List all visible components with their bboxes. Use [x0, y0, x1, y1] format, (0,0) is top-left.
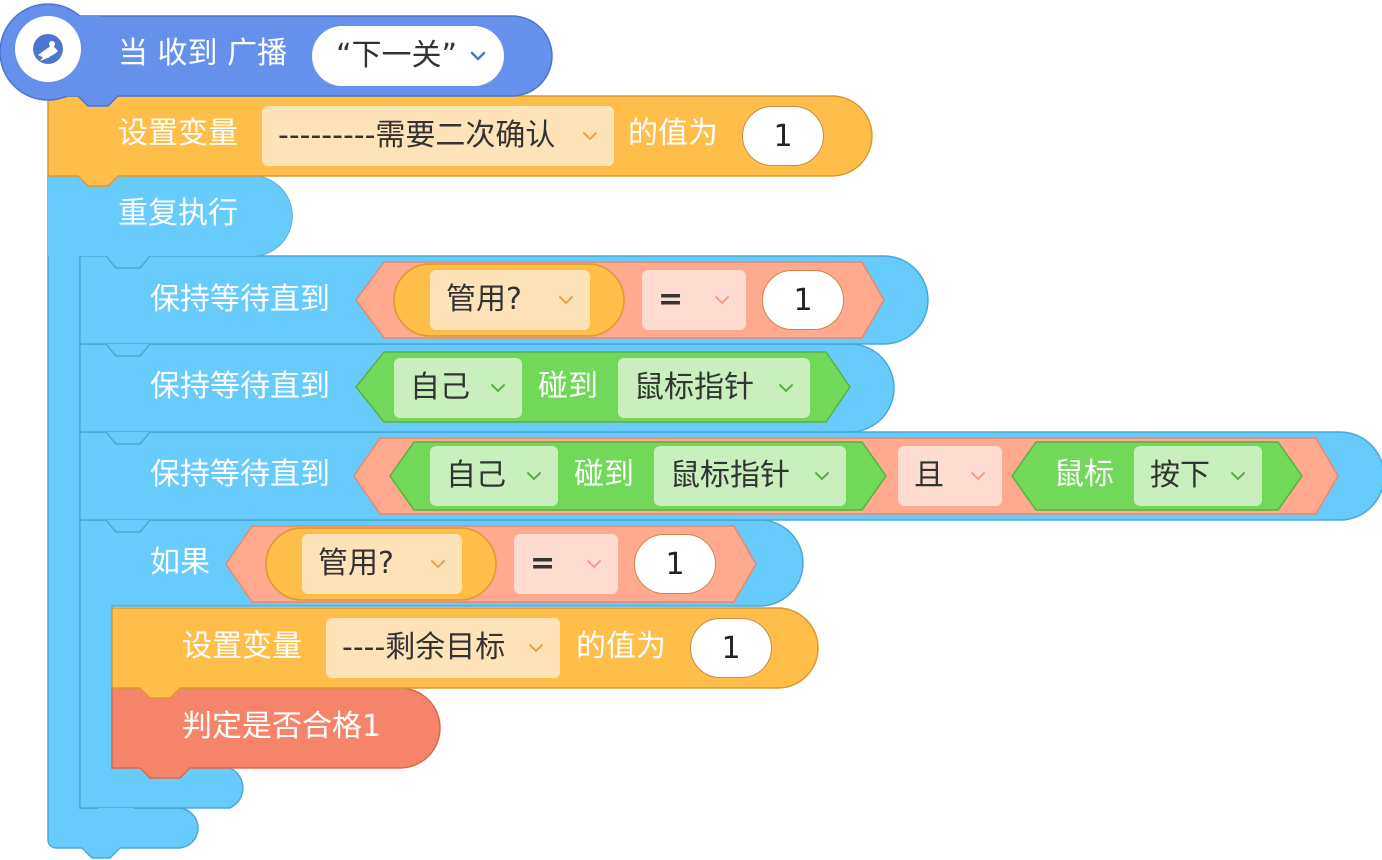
mouse-state-dropdown[interactable]: 按下	[1134, 446, 1262, 506]
wait-until-label-2: 保持等待直到	[150, 369, 330, 404]
broadcast-satellite-icon	[15, 16, 81, 82]
chevron-down-icon	[529, 644, 543, 653]
chevron-down-icon	[527, 472, 541, 481]
touch-target-dropdown-1[interactable]: 自己	[394, 358, 522, 418]
operator-dropdown-value-2: =	[530, 546, 556, 581]
operator-dropdown-1[interactable]: =	[642, 270, 746, 330]
variable-reporter-value-1: 管用?	[446, 282, 522, 317]
operator-dropdown-2[interactable]: =	[514, 534, 618, 594]
variable-reporter-value-2: 管用?	[318, 546, 394, 581]
chevron-down-icon	[715, 296, 729, 305]
chevron-down-icon	[971, 472, 985, 481]
set-to-label-1: 的值为	[628, 116, 718, 151]
operator-dropdown-value-1: =	[658, 282, 684, 317]
touch-object-dropdown-2[interactable]: 鼠标指针	[654, 446, 846, 506]
touch-target-value-2: 自己	[446, 458, 506, 493]
custom-block-shape[interactable]	[111, 687, 441, 779]
touching-label-1: 碰到	[538, 369, 598, 404]
custom-block-label: 判定是否合格1	[182, 709, 382, 744]
touch-object-dropdown-1[interactable]: 鼠标指针	[618, 358, 810, 418]
variable-reporter-dropdown-2[interactable]: 管用?	[302, 534, 462, 594]
chevron-down-icon	[815, 472, 829, 481]
chevron-down-icon	[779, 384, 793, 393]
variable-reporter-dropdown-1[interactable]: 管用?	[430, 270, 590, 330]
wait-until-label-3: 保持等待直到	[150, 457, 330, 492]
chevron-down-icon	[431, 560, 445, 569]
value-input-4[interactable]: 1	[690, 618, 772, 678]
set-to-label-2: 的值为	[576, 629, 666, 664]
touching-label-2: 碰到	[574, 457, 634, 492]
logic-operator-dropdown[interactable]: 且	[898, 446, 1002, 506]
chevron-down-icon	[470, 51, 486, 61]
broadcast-message-dropdown[interactable]: “下一关”	[312, 26, 504, 86]
value-input-3[interactable]: 1	[634, 534, 716, 594]
value-input-1[interactable]: 1	[742, 106, 824, 166]
set-variable-label-2: 设置变量	[182, 629, 302, 664]
touch-object-value-2: 鼠标指针	[670, 458, 790, 493]
forever-label: 重复执行	[118, 196, 238, 231]
variable-dropdown-2[interactable]: ----剩余目标	[326, 618, 560, 678]
touch-object-value-1: 鼠标指针	[634, 370, 754, 405]
variable-dropdown-value-2: ----剩余目标	[342, 630, 506, 665]
chevron-down-icon	[491, 384, 505, 393]
value-input-2[interactable]: 1	[762, 270, 844, 330]
if-label: 如果	[150, 545, 210, 580]
set-variable-label-1: 设置变量	[118, 116, 238, 151]
chevron-down-icon	[587, 560, 601, 569]
mouse-label: 鼠标	[1054, 457, 1114, 492]
touch-target-dropdown-2[interactable]: 自己	[430, 446, 558, 506]
variable-dropdown-value-1: ---------需要二次确认	[278, 118, 556, 153]
broadcast-message-value: “下一关”	[336, 38, 458, 73]
variable-dropdown-1[interactable]: ---------需要二次确认	[262, 106, 614, 166]
chevron-down-icon	[1231, 472, 1245, 481]
mouse-state-value: 按下	[1150, 458, 1210, 493]
wait-until-label-1: 保持等待直到	[150, 282, 330, 317]
hat-label: 当 收到 广播	[118, 36, 288, 71]
chevron-down-icon	[559, 296, 573, 305]
touch-target-value-1: 自己	[410, 370, 470, 405]
logic-operator-value: 且	[914, 458, 944, 493]
chevron-down-icon	[583, 132, 597, 141]
